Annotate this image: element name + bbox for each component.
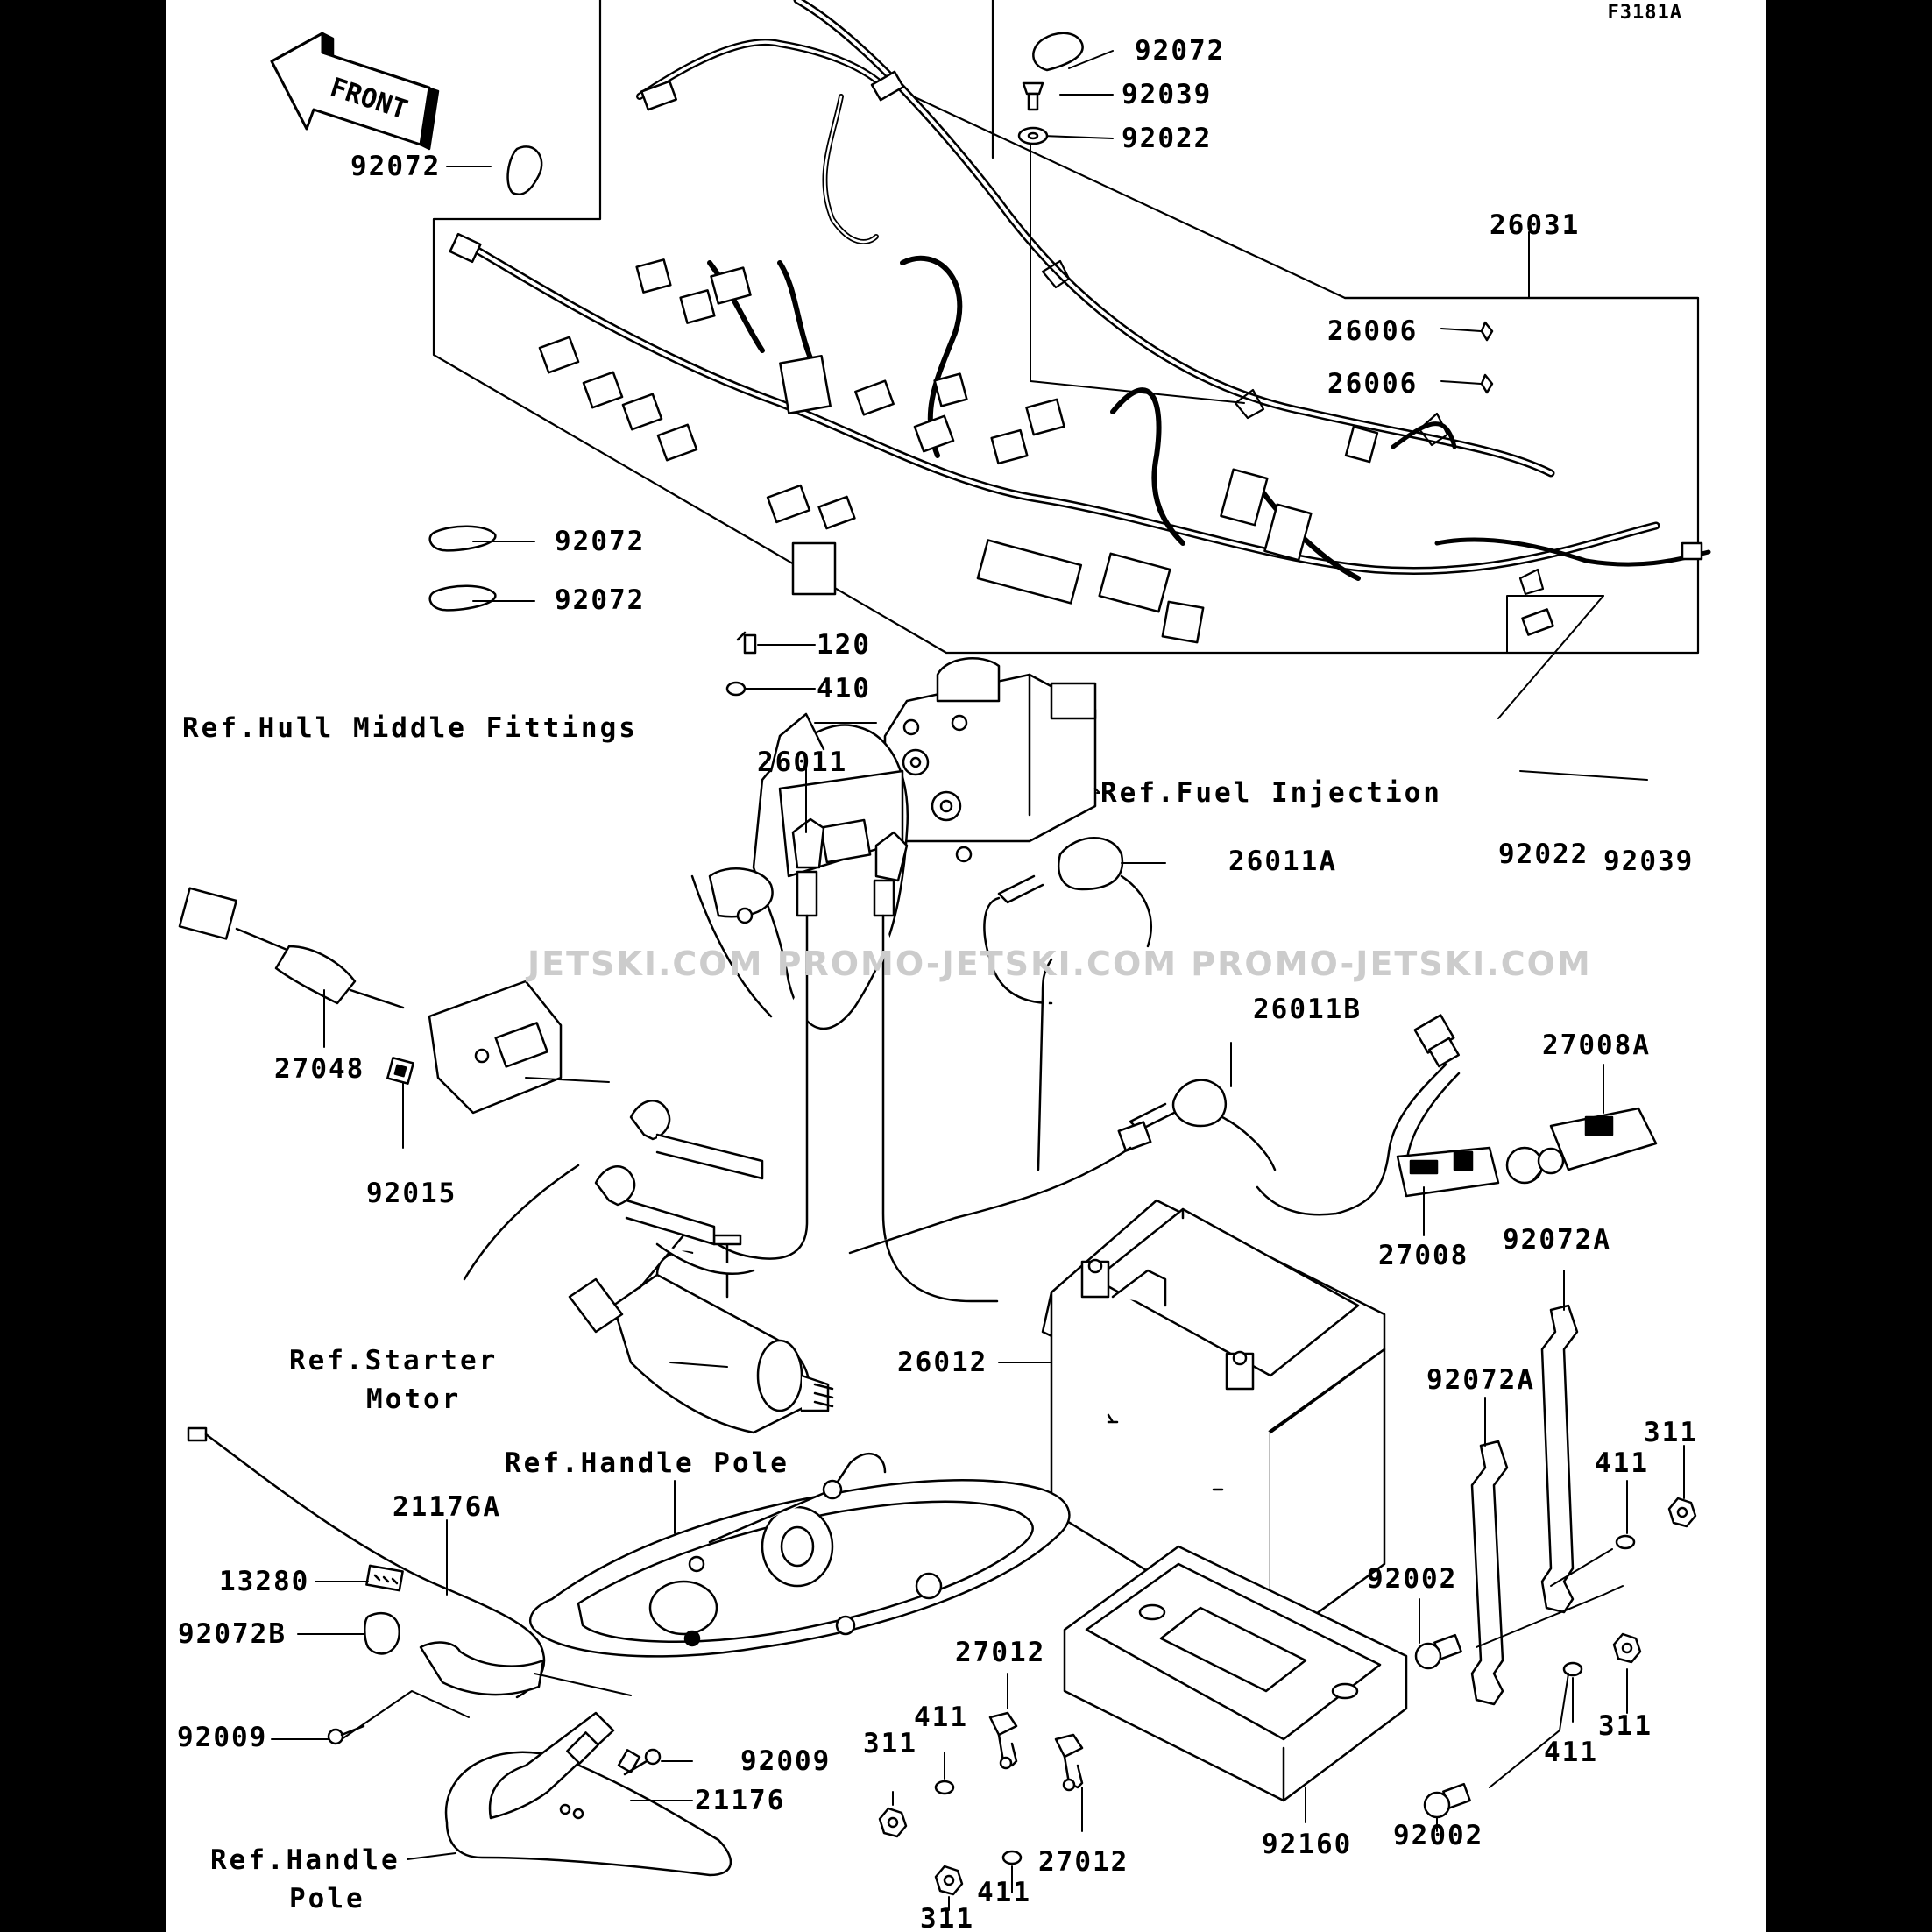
part-label-311-a: 311	[1644, 1417, 1698, 1448]
part-label-92072-top: 92072	[1135, 35, 1226, 67]
part-label-311-b: 311	[863, 1728, 917, 1759]
leader-27048-line	[525, 1077, 610, 1083]
part-label-26011B: 26011B	[1253, 994, 1362, 1025]
harness-brackets	[1041, 259, 1545, 596]
part-label-92039-r: 92039	[1603, 846, 1695, 877]
key-27008	[1396, 1146, 1544, 1198]
part-label-92009-a: 92009	[177, 1722, 268, 1753]
ref-hull-middle-fittings: Ref.Hull Middle Fittings	[182, 712, 638, 744]
hardware-nuts-washers	[878, 1497, 1697, 1896]
part-label-92009-b: 92009	[740, 1745, 832, 1777]
harness-group-frame	[432, 0, 1700, 655]
part-label-92022-top: 92022	[1122, 123, 1213, 154]
handle-pole-housing	[529, 1453, 1071, 1658]
part-label-27012-b: 27012	[1038, 1846, 1129, 1878]
front-arrow-icon: FRONT	[270, 32, 440, 151]
part-label-26006-a: 26006	[1327, 315, 1419, 347]
ref-fuel-injection: Ref.Fuel Injection	[1100, 777, 1442, 809]
starter-motor	[568, 1234, 834, 1434]
part-label-92072A-a: 92072A	[1503, 1224, 1611, 1256]
part-label-92072B: 92072B	[178, 1618, 287, 1650]
part-label-21176A: 21176A	[393, 1491, 501, 1523]
part-label-92072A-b: 92072A	[1426, 1364, 1535, 1396]
part-label-410: 410	[817, 673, 871, 704]
clamp-92072-icons	[364, 32, 1084, 1655]
part-label-92072-d: 92072	[555, 584, 646, 616]
parts-diagram-sheet: FRONT	[166, 0, 1766, 1932]
bolt-washer-top	[1017, 81, 1049, 145]
bolt-120-washer-410	[725, 631, 757, 697]
leader-lines-top	[446, 50, 1648, 781]
watermark: JETSKI.COM PROMO-JETSKI.COM PROMO-JETSKI…	[527, 945, 1592, 983]
part-label-120: 120	[817, 629, 871, 661]
part-label-21176: 21176	[695, 1785, 786, 1816]
bolt-92009-left	[327, 1724, 365, 1745]
ref-handle-pole-bottom-line1: Ref.Handle	[210, 1844, 400, 1876]
part-label-92002-a: 92002	[1367, 1563, 1458, 1595]
switch-cable-21176A	[187, 1426, 546, 1699]
part-label-92039-top: 92039	[1122, 79, 1213, 110]
part-label-411-c: 411	[1544, 1737, 1598, 1768]
hardware-leaders	[892, 1445, 1685, 1911]
part-label-311-c: 311	[1598, 1710, 1652, 1742]
handle-pole-bottom	[444, 1711, 732, 1877]
diagram-artwork: FRONT	[178, 0, 1711, 1911]
battery-26012	[1041, 1199, 1386, 1649]
harness-connectors	[449, 70, 1703, 644]
part-label-26011: 26011	[757, 747, 848, 778]
ref-handle-pole-bottom-line2: Pole	[289, 1883, 365, 1914]
leader-starter	[669, 1362, 728, 1368]
part-label-411-d: 411	[977, 1877, 1031, 1908]
part-label-92022-r: 92022	[1498, 839, 1589, 870]
unit-27048	[178, 887, 563, 1115]
starter-cables	[463, 1100, 764, 1281]
part-label-92160: 92160	[1262, 1829, 1353, 1860]
cable-26011A	[873, 831, 1152, 1303]
battery-strap-long	[1540, 1304, 1579, 1614]
leader-92009a	[271, 1690, 470, 1740]
leader-handle-bottom	[407, 1852, 456, 1860]
part-label-92002-b: 92002	[1393, 1820, 1484, 1851]
part-label-13280: 13280	[219, 1566, 310, 1597]
ref-starter-motor-line2: Motor	[366, 1384, 462, 1415]
figure-code: F3181A	[1607, 2, 1682, 24]
part-label-27008A: 27008A	[1542, 1030, 1651, 1061]
part-label-27012-a: 27012	[955, 1637, 1046, 1668]
part-label-311-d: 311	[920, 1903, 974, 1932]
part-label-92072-c: 92072	[555, 526, 646, 557]
part-label-411-b: 411	[914, 1702, 968, 1733]
part-label-411-a: 411	[1595, 1447, 1649, 1479]
part-label-26031: 26031	[1490, 209, 1581, 241]
part-label-92072-left: 92072	[350, 151, 442, 182]
bolt-92009-right	[623, 1748, 662, 1776]
ref-starter-motor-line1: Ref.Starter	[289, 1345, 499, 1376]
battery-strap-short	[1470, 1440, 1509, 1706]
part-label-92015: 92015	[366, 1178, 457, 1209]
key-27008A	[1532, 1107, 1658, 1182]
nut-92015	[386, 1057, 414, 1085]
part-label-26012: 26012	[897, 1347, 988, 1378]
clips-26006	[1480, 321, 1494, 394]
part-label-26006-b: 26006	[1327, 368, 1419, 400]
part-label-27008: 27008	[1378, 1240, 1469, 1271]
cable-26011B	[848, 1014, 1461, 1255]
leader-handle-bracket	[534, 1673, 632, 1696]
part-label-26011A: 26011A	[1228, 846, 1337, 877]
fuel-injection-relay	[883, 657, 1097, 863]
battery-tray-92160	[1063, 1545, 1408, 1802]
part-label-27048: 27048	[274, 1053, 365, 1085]
ref-handle-pole-center: Ref.Handle Pole	[505, 1447, 789, 1479]
